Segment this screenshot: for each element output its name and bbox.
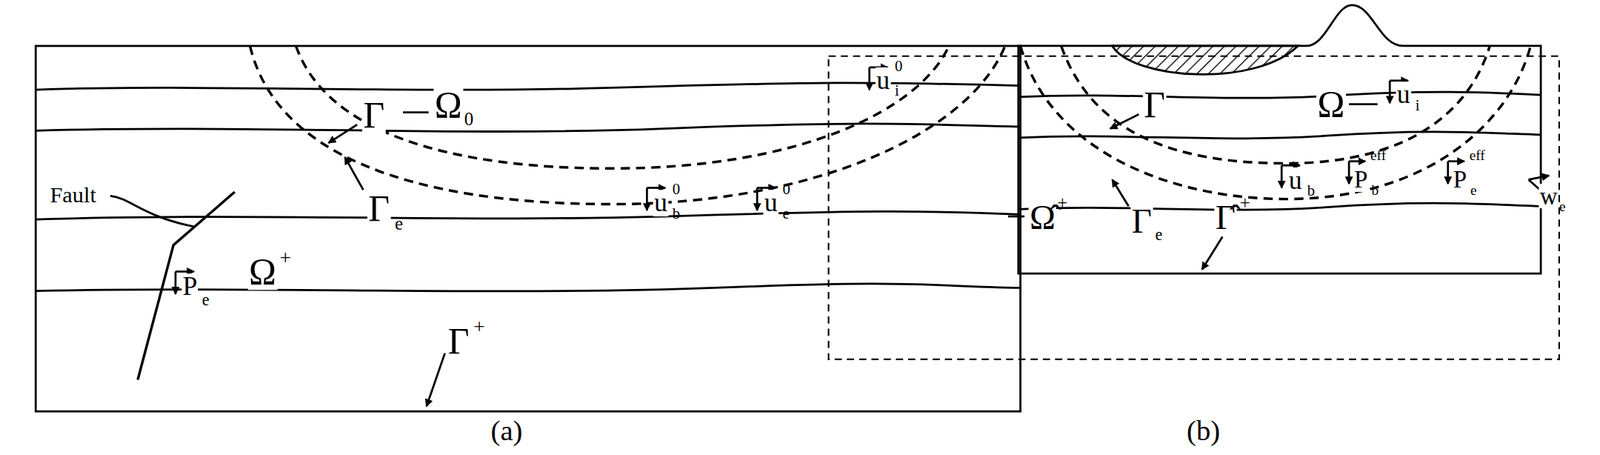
subscript: e (1558, 200, 1567, 215)
subscript: e (781, 205, 791, 222)
domain-symbol: Ω (248, 253, 278, 291)
subscript: b (671, 205, 681, 222)
superscript: + (1238, 194, 1252, 213)
load-symbol: P (1451, 167, 1468, 192)
load-symbol: P (181, 273, 199, 300)
boundary-symbol: Γ (446, 322, 470, 360)
subscript: e (394, 214, 405, 233)
subscript: b (1305, 183, 1316, 200)
panel-label: (a) (489, 416, 524, 446)
panel-label: (b) (1185, 416, 1222, 446)
subscript: i (894, 83, 901, 100)
displacement-symbol: u (653, 189, 669, 217)
superscript: + (278, 246, 292, 268)
superscript: + (1056, 194, 1069, 213)
boundary-symbol: Γ (1130, 204, 1153, 240)
superscript: + (472, 316, 486, 338)
domain-symbol: Ω (433, 86, 463, 124)
subscript: i (1414, 97, 1421, 114)
superscript: 0 (781, 181, 792, 198)
subscript: e (1154, 226, 1164, 243)
superscript: 0 (671, 181, 681, 198)
displacement-symbol: u (875, 67, 892, 95)
boundary-symbol: Γ (367, 189, 391, 227)
boundary-symbol: Γ (1142, 86, 1166, 124)
displacement-symbol: u (1287, 167, 1303, 195)
superscript: 0 (894, 59, 904, 75)
subscript: e (200, 291, 211, 309)
superscript: eff (1369, 148, 1388, 163)
subscript: 0 (462, 110, 475, 129)
subscript: b (1370, 183, 1380, 198)
displacement-symbol: w (1538, 183, 1559, 209)
boundary-symbol: Γ (362, 97, 386, 135)
displacement-symbol: u (1395, 81, 1412, 109)
load-symbol: P (1353, 167, 1369, 192)
fault-label: Fault (48, 183, 98, 206)
displacement-symbol: u (762, 189, 779, 217)
domain-symbol: Ω (1316, 85, 1346, 123)
domain-symbol: Ω̂ (1028, 200, 1058, 235)
boundary-symbol: Γ̂ (1214, 200, 1237, 235)
subscript: e (1469, 183, 1478, 198)
superscript: eff (1468, 148, 1486, 163)
